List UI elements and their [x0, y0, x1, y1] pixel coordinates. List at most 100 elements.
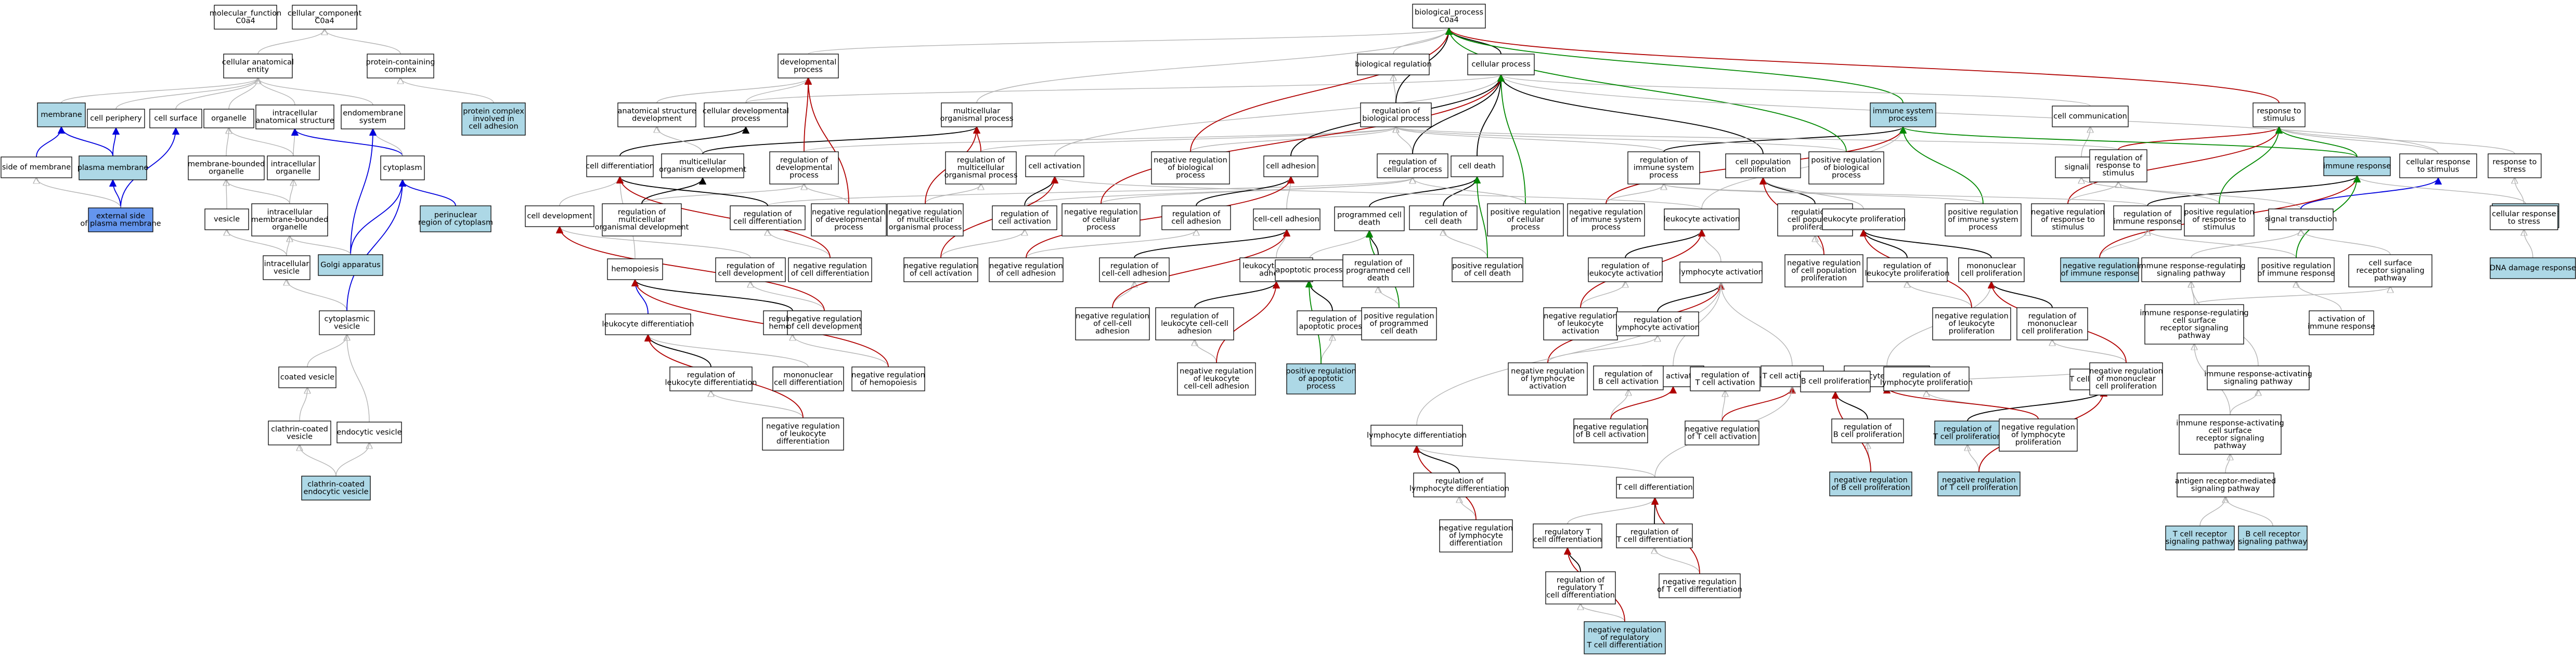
term-node-dnadr[interactable]: DNA damage response — [2490, 257, 2576, 279]
term-node-cellcomm[interactable]: cell communication — [2052, 106, 2129, 127]
term-node-som[interactable]: side of membrane — [1, 156, 72, 178]
term-node-golgi[interactable]: Golgi apparatus — [318, 254, 383, 276]
term-node-rtcd[interactable]: regulation ofT cell differentiation — [1616, 523, 1693, 548]
term-node-celldev[interactable]: cell development — [525, 205, 594, 227]
term-node-apop[interactable]: apoptotic process — [1275, 259, 1343, 281]
term-node-sigtrans[interactable]: signal transduction — [2265, 208, 2337, 230]
term-node-rtca[interactable]: regulation ofT cell activation — [1690, 366, 1761, 391]
term-node-organelle[interactable]: organelle — [203, 109, 254, 128]
term-node-immresp[interactable]: immune response — [2323, 156, 2391, 176]
term-node-csurf[interactable]: cell surface — [149, 109, 202, 128]
term-node-cellproc[interactable]: cellular process — [1467, 54, 1535, 75]
term-node-lymphdiff[interactable]: lymphocyte differentiation — [1367, 425, 1467, 446]
term-node-pm[interactable]: plasma membrane — [77, 155, 149, 180]
term-node-rtcp[interactable]: regulation ofT cell proliferation — [1933, 421, 2002, 445]
term-node-hemo[interactable]: hemopoiesis — [607, 258, 663, 280]
term-node-cyto[interactable]: cytoplasm — [380, 155, 425, 180]
term-node-leukprol[interactable]: leukocyte proliferation — [1821, 208, 1906, 230]
term-node-celldeath[interactable]: cell death — [1451, 155, 1504, 177]
term-node-coatves[interactable]: coated vesicle — [278, 366, 336, 388]
term-node-endocves[interactable]: endocytic vesicle — [336, 422, 402, 443]
term-node-rbca[interactable]: regulation ofB cell activation — [1593, 365, 1664, 390]
term-node-lymphact[interactable]: lymphocyte activation — [1679, 261, 1763, 283]
